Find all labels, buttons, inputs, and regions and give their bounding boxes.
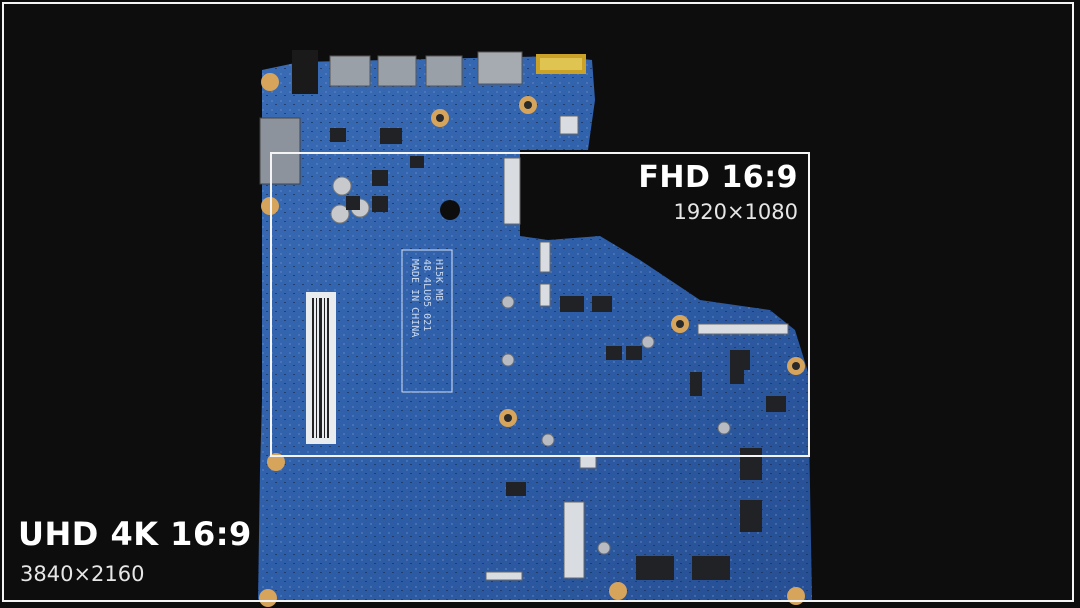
fhd-resolution: 1920×1080 [673, 200, 798, 224]
silkscreen-line: H15K MB [433, 259, 444, 302]
fhd-title: FHD 16:9 [638, 160, 798, 195]
uhd-title: UHD 4K 16:9 [18, 515, 252, 553]
board-silkscreen-text: H15K MB 48 4LU05 021 MADE IN CHINA [408, 259, 444, 401]
io-ports [292, 50, 586, 94]
silkscreen-line: MADE IN CHINA [409, 259, 420, 338]
silkscreen-line: 48 4LU05 021 [421, 259, 432, 332]
uhd-resolution: 3840×2160 [20, 562, 145, 586]
